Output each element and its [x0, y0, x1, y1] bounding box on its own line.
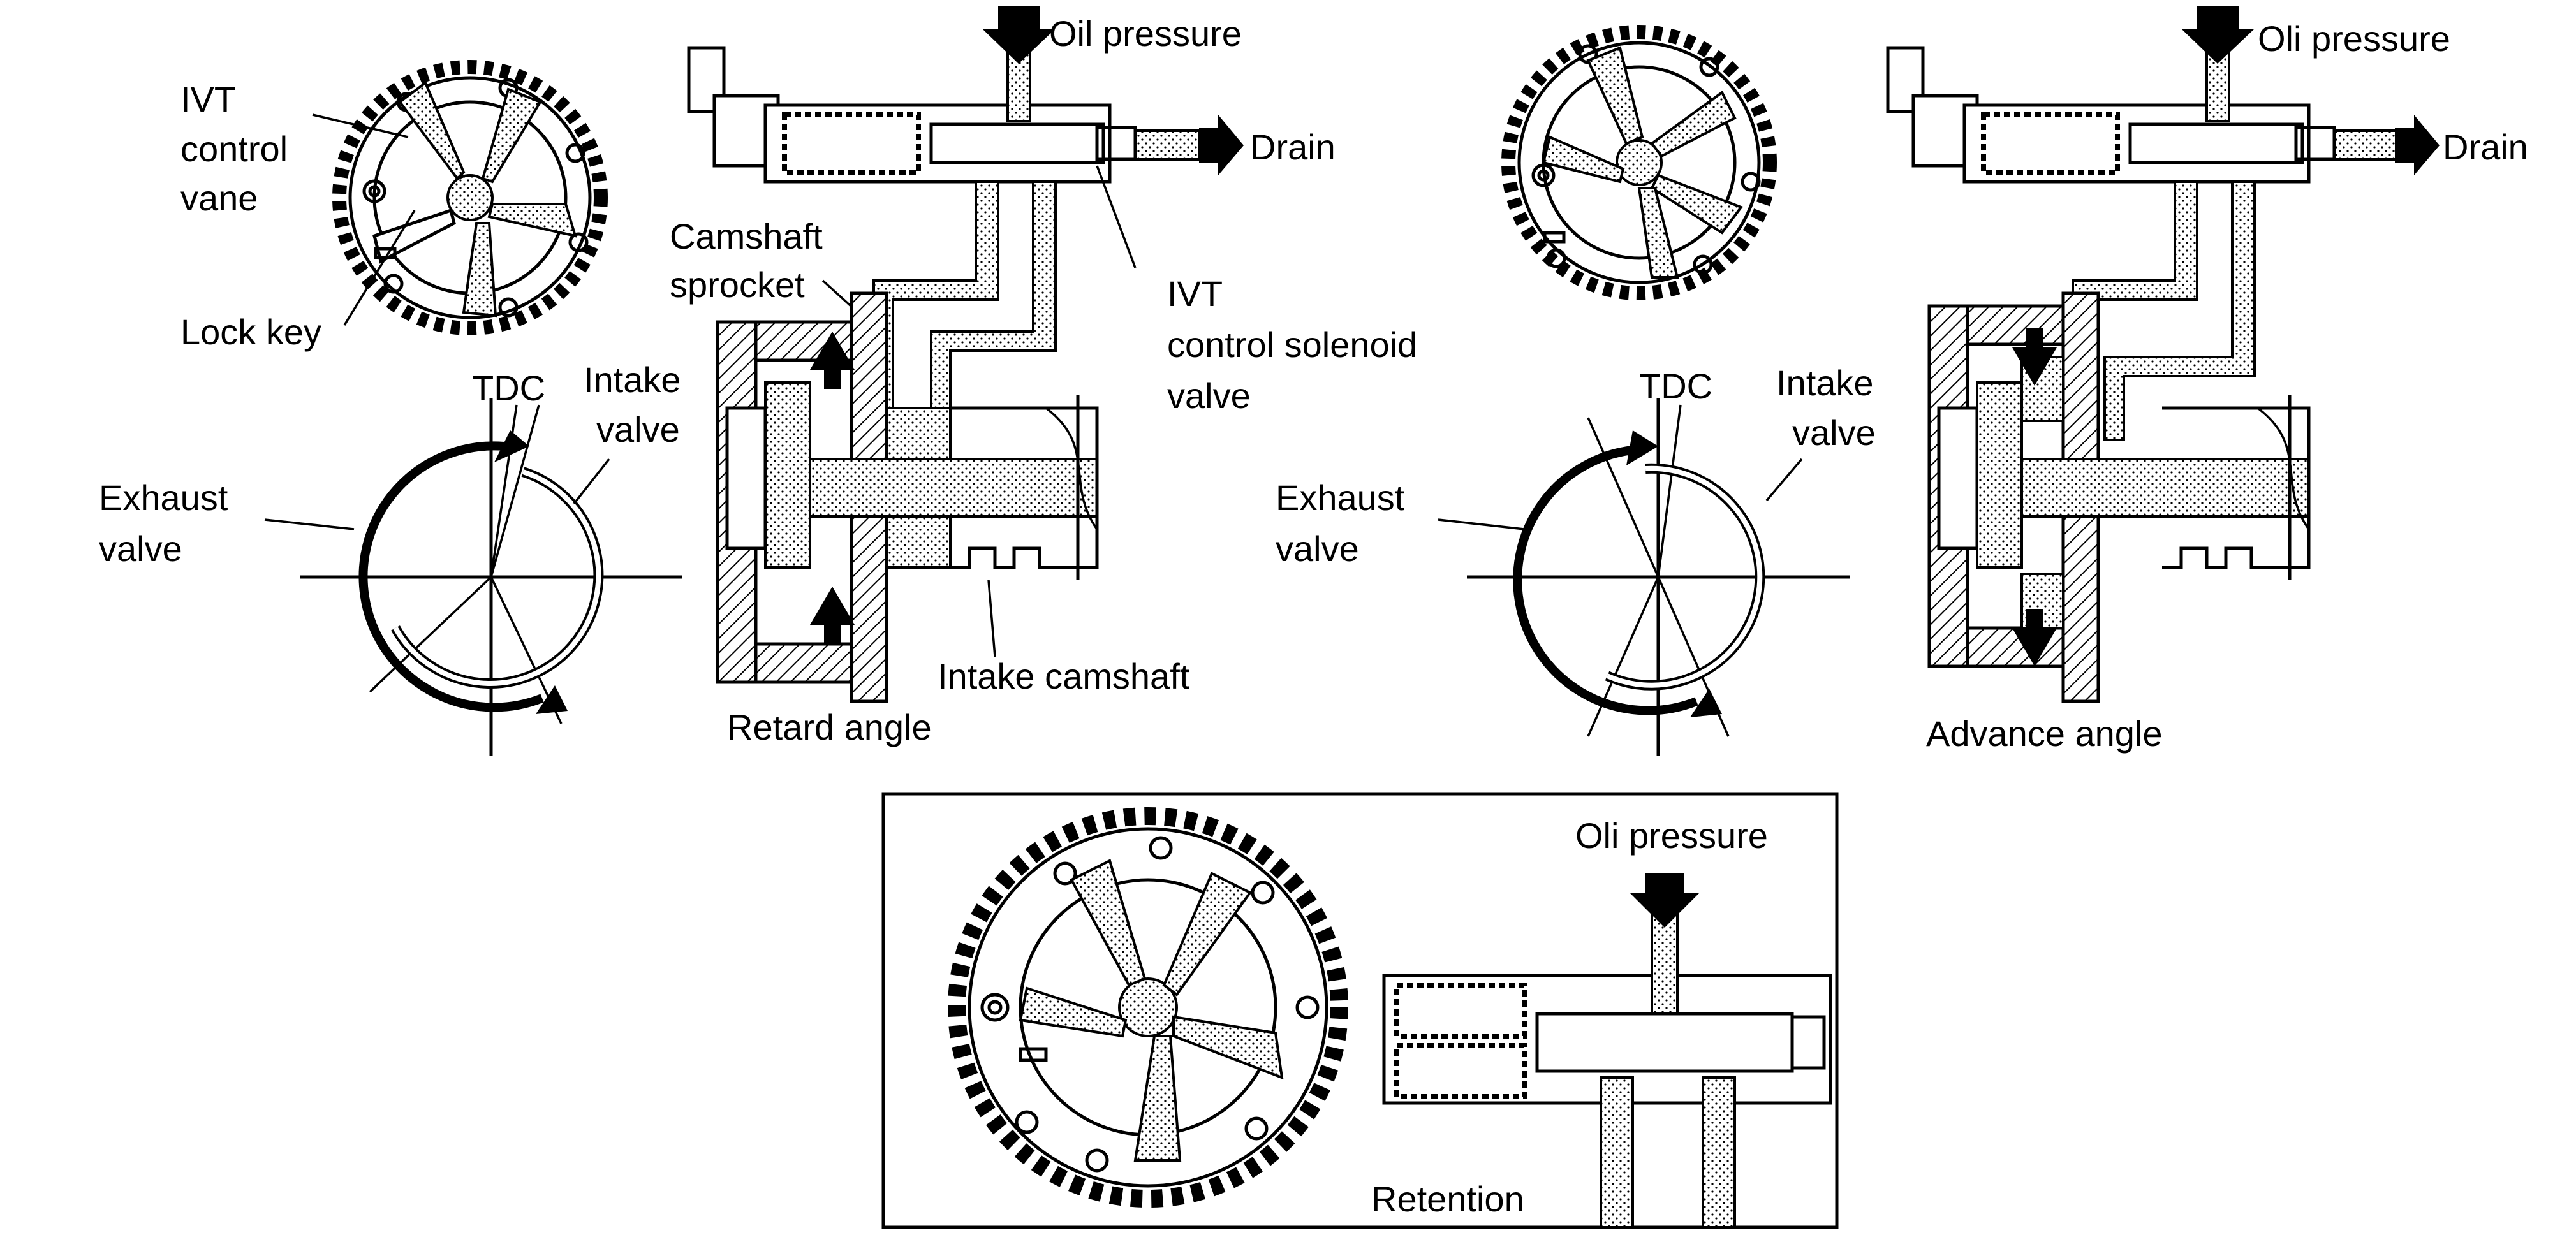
drain-advance-label: Drain: [2443, 127, 2528, 167]
exhaust-valve-left-label: Exhaust valve: [99, 478, 238, 569]
ivt-control-vane-label: IVT control vane: [180, 79, 298, 218]
oil-pressure-retard-label: Oil pressure: [1049, 13, 1242, 54]
phaser-section-advance: [1927, 291, 2311, 703]
exhaust-leader-left: [264, 518, 355, 530]
retard-panel: IVT control vane Lock key TDC Intake val…: [99, 6, 1427, 756]
retard-arrow-up-bottom: [810, 587, 855, 644]
retention-label: Retention: [1371, 1179, 1524, 1219]
oil-pressure-retention-label: Oli pressure: [1575, 815, 1768, 856]
exhaust-leader-right: [1438, 518, 1525, 530]
intake-leader-left: [573, 458, 610, 505]
camshaft-sprocket-label: Camshaft sprocket: [670, 216, 832, 305]
timing-circle-advance: [1467, 398, 1850, 756]
timing-circle-retard: [300, 398, 682, 756]
phaser-section-retard: [716, 291, 1099, 703]
tdc-right-label: TDC: [1639, 366, 1712, 406]
intake-valve-right-label: Intake valve: [1776, 363, 1883, 453]
advance-arrow-down-bottom: [2012, 609, 2057, 666]
intake-valve-left-label: Intake valve: [584, 360, 691, 449]
solenoid-valve-retention: [1382, 873, 1832, 1229]
lock-key-label: Lock key: [180, 312, 321, 352]
solenoid-valve-retard: [687, 6, 1244, 441]
retard-arrow-up-top: [810, 332, 855, 389]
advance-arrow-down-top: [2012, 328, 2057, 386]
retention-frame: [881, 792, 1839, 1229]
solenoid-valve-advance: [1886, 6, 2440, 441]
tdc-left-label: TDC: [472, 368, 545, 408]
intake-leader-right: [1765, 458, 1803, 502]
lock-key-leader: [343, 210, 416, 326]
ivt-solenoid-label: IVT control solenoid valve: [1167, 274, 1427, 416]
sprocket-advance: [1501, 25, 1777, 300]
retention-panel: Oli pressure Retention: [881, 792, 1839, 1229]
solenoid-leader: [1096, 165, 1137, 268]
exhaust-valve-right-label: Exhaust valve: [1276, 478, 1415, 569]
intake-camshaft-label: Intake camshaft: [938, 656, 1190, 696]
sprocket-retard: [332, 60, 608, 335]
advance-panel: TDC Intake valve Exhaust valve Oli press…: [1276, 6, 2528, 756]
drain-retard-label: Drain: [1250, 127, 1336, 167]
oil-pressure-advance-label: Oli pressure: [2258, 18, 2450, 59]
camshaft-leader: [987, 580, 996, 657]
retard-angle-label: Retard angle: [727, 707, 932, 747]
sprocket-retention: [948, 807, 1348, 1208]
advance-angle-label: Advance angle: [1926, 713, 2163, 754]
vane-leader: [312, 113, 409, 138]
